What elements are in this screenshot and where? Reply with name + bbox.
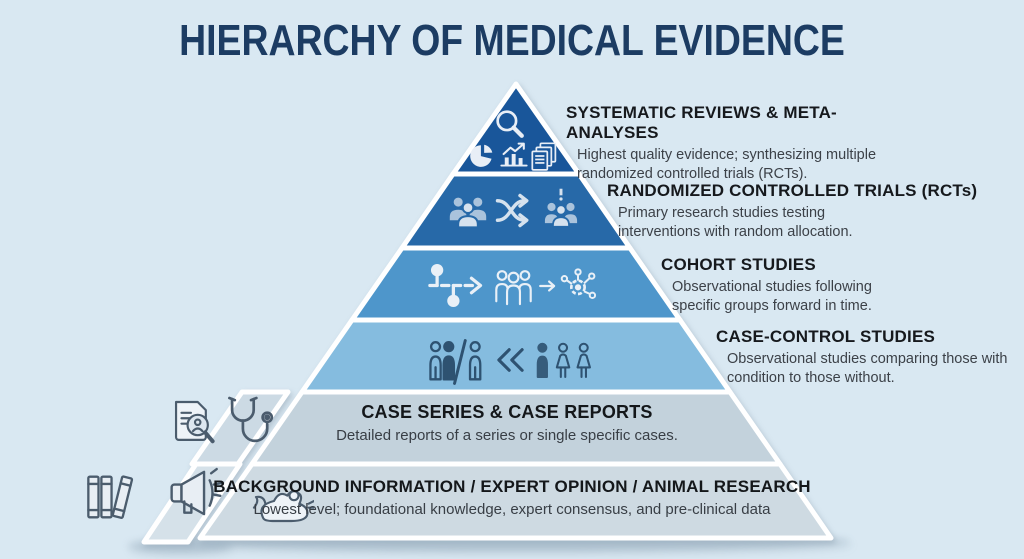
level-1-title: SYSTEMATIC REVIEWS & META-ANALYSES <box>566 103 837 142</box>
people-alert-icon <box>542 186 580 228</box>
level-case-series-label: CASE SERIES & CASE REPORTS Detailed repo… <box>262 402 752 444</box>
pie-chart-icon <box>469 142 495 168</box>
level-cohort-label: COHORT STUDIES Observational studies fol… <box>661 255 1001 316</box>
level-6-title: BACKGROUND INFORMATION / EXPERT OPINION … <box>213 477 811 496</box>
level-2-title: RANDOMIZED CONTROLLED TRIALS (RCTs) <box>607 181 978 200</box>
page-title: HIERARCHY OF MEDICAL EVIDENCE <box>179 16 845 65</box>
documents-icon <box>531 141 559 171</box>
bar-chart-icon <box>499 140 529 168</box>
double-chevron-icon <box>495 346 526 374</box>
pyramid-band-background-info <box>197 461 834 541</box>
level-background-info-label: BACKGROUND INFORMATION / EXPERT OPINION … <box>205 477 819 518</box>
level-5-title: CASE SERIES & CASE REPORTS <box>361 402 653 422</box>
level-5-description: Detailed reports of a series or single s… <box>336 427 678 444</box>
timeline-icon <box>426 262 488 309</box>
people-group-icon <box>447 192 489 229</box>
case-report-magnifier-icon <box>172 398 218 452</box>
stethoscope-icon <box>224 394 278 450</box>
network-gear-icon <box>558 266 598 306</box>
lab-mouse-icon <box>250 482 314 528</box>
level-rcts-label: RANDOMIZED CONTROLLED TRIALS (RCTs) Prim… <box>607 181 1012 242</box>
magnifier-icon <box>492 106 526 140</box>
level-6-description: Lowest level; foundational knowledge, ex… <box>253 501 771 518</box>
case-vs-control-icon <box>424 335 490 389</box>
level-case-control-label: CASE-CONTROL STUDIES Observational studi… <box>716 327 1018 388</box>
shuffle-arrows-icon <box>493 191 538 230</box>
books-icon <box>84 470 142 524</box>
level-1-description: Highest quality evidence; synthesizing m… <box>577 147 877 182</box>
level-3-description: Observational studies following specific… <box>672 279 872 314</box>
megaphone-icon <box>166 466 228 520</box>
people-trio-icon <box>492 263 535 308</box>
level-3-title: COHORT STUDIES <box>661 255 816 274</box>
level-4-description: Observational studies comparing those wi… <box>727 351 1008 386</box>
level-2-description: Primary research studies testing interve… <box>618 205 853 240</box>
small-arrow-icon <box>538 278 558 294</box>
level-4-title: CASE-CONTROL STUDIES <box>716 327 936 346</box>
mixed-people-icon <box>532 334 600 389</box>
level-systematic-reviews-label: SYSTEMATIC REVIEWS & META-ANALYSES Highe… <box>566 103 926 184</box>
